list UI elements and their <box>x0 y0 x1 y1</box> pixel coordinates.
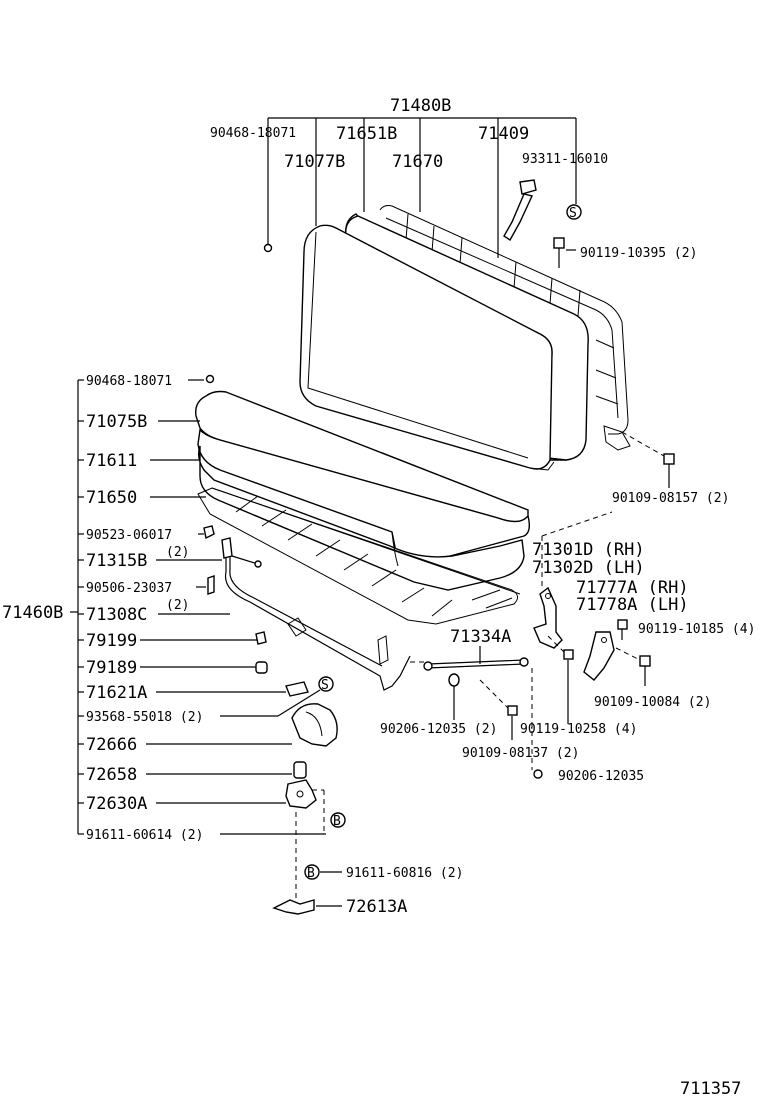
label-clip-79199: 79199 <box>86 631 137 651</box>
hinge-part <box>533 586 563 649</box>
knob-72658-part <box>293 761 307 779</box>
label-plate-71621a: 71621A <box>86 683 147 703</box>
label-assembly-seat: 71460B <box>2 603 63 623</box>
label-cap-79189: 79189 <box>86 658 137 678</box>
symbol-s-top: S <box>569 206 577 221</box>
label-plate-lh: 71778A (LH) <box>576 595 689 615</box>
back-frame-part <box>379 205 631 451</box>
bolt-frame-icon <box>621 431 675 488</box>
label-washer-90206-b: 90206-12035 <box>558 769 644 784</box>
symbol-b-lower: B <box>307 866 315 881</box>
label-pad-back: 71651B <box>336 124 397 144</box>
bolt-90109-10084-icon <box>615 647 651 686</box>
label-bolt-91611-60614: 91611-60614 (2) <box>86 828 203 843</box>
bolt-hook-icon <box>553 237 576 268</box>
bolt-90119-10185-icon <box>617 619 628 640</box>
bracket-72613a-part <box>272 899 342 915</box>
label-cover-back: 71077B <box>284 152 345 172</box>
plate-part <box>583 631 615 681</box>
label-nut-hook: 93311-16010 <box>522 152 608 167</box>
symbol-s-screw: S <box>321 678 329 693</box>
pin-90506-icon <box>207 575 215 595</box>
label-plate-rh: 71777A (RH) <box>576 578 689 598</box>
label-bracket-72613a: 72613A <box>346 897 407 917</box>
label-screw-93568: 93568-55018 (2) <box>86 710 203 725</box>
label-clip-90523: 90523-06017 <box>86 528 172 543</box>
clip-90523-icon <box>203 525 215 540</box>
label-wire-71315b: 71315B <box>86 551 147 571</box>
base-72630a-part <box>285 779 325 834</box>
label-cover-72666: 72666 <box>86 735 137 755</box>
seat-hook-part: S <box>503 179 582 242</box>
diagram-code: 711357 <box>680 1079 741 1099</box>
label-hinge-rh: 71301D (RH) <box>532 540 645 560</box>
seat-cushion-part <box>195 390 531 591</box>
cover-72666-part <box>291 703 338 747</box>
washer-90206-b-icon <box>531 668 543 779</box>
label-cover-cushion: 71075B <box>86 412 147 432</box>
label-wire-71315b-qty: (2) <box>166 545 189 560</box>
label-rod-71334a: 71334A <box>450 627 511 647</box>
rod-71334a-part <box>410 646 529 671</box>
wire-71315b-icon <box>221 537 262 568</box>
symbol-b-lower-icon: B <box>304 864 342 881</box>
label-bolt-90119-10185: 90119-10185 (4) <box>638 622 755 637</box>
symbol-s-screw-icon: S <box>318 676 334 693</box>
label-washer-90206-a: 90206-12035 (2) <box>380 722 497 737</box>
seat-frame-part <box>197 487 521 625</box>
symbol-b-upper-icon: B <box>330 812 346 829</box>
label-assembly-backrest: 71480B <box>390 96 451 116</box>
label-bolt-90109-08137: 90109-08137 (2) <box>462 746 579 761</box>
label-hinge-lh: 71302D (LH) <box>532 558 645 578</box>
label-screw-cushion: 90468-18071 <box>86 374 172 389</box>
label-screw-top: 90468-18071 <box>210 126 296 141</box>
backrest-leader-tree <box>263 117 577 258</box>
left-leader-lines <box>140 374 326 835</box>
label-knob-72658: 72658 <box>86 765 137 785</box>
label-bolt-hook: 90119-10395 (2) <box>580 246 697 261</box>
label-pin-90506: 90506-23037 <box>86 581 172 596</box>
label-pad-cushion: 71611 <box>86 451 137 471</box>
hinge-dash-link <box>541 511 613 537</box>
label-frame-back: 71409 <box>478 124 529 144</box>
label-bolt-90109-10084: 90109-10084 (2) <box>594 695 711 710</box>
label-frame-cushion: 71650 <box>86 488 137 508</box>
bolt-90119-10258-icon <box>547 635 574 724</box>
label-bolt-90119-10258: 90119-10258 (4) <box>520 722 637 737</box>
label-rod-71308c-qty: (2) <box>166 598 189 613</box>
symbol-b-upper: B <box>333 814 341 829</box>
plate-71621a-icon <box>285 681 309 697</box>
label-bolt-frame: 90109-08157 (2) <box>612 491 729 506</box>
seat-leader-tree <box>70 379 84 835</box>
label-bolt-91611-60816: 91611-60816 (2) <box>346 866 463 881</box>
release-rod-part <box>224 548 411 691</box>
back-cushion-part <box>299 224 555 471</box>
cap-79189-icon <box>255 661 268 674</box>
bolt-90109-08137-icon <box>479 679 518 740</box>
label-pad-back-inner: 71670 <box>392 152 443 172</box>
label-base-72630a: 72630A <box>86 794 147 814</box>
washer-90206-a-icon <box>448 673 460 720</box>
clip-79199-icon <box>255 631 267 645</box>
label-rod-71308c: 71308C <box>86 605 147 625</box>
